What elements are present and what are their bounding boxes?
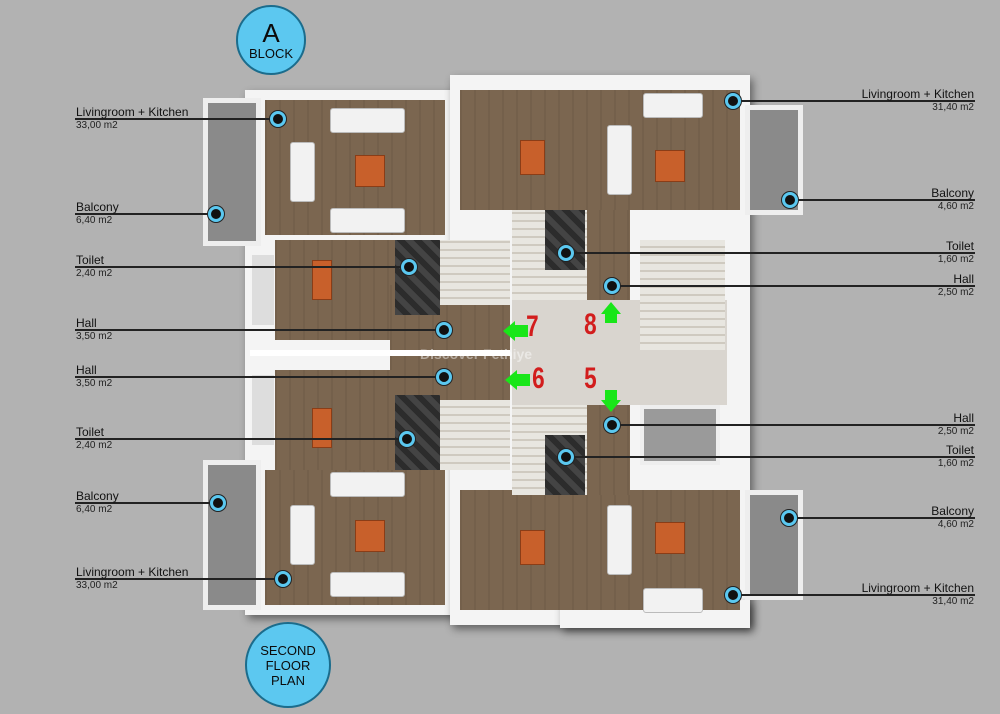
room-marker <box>558 245 574 261</box>
room-name: Toilet <box>76 253 105 267</box>
green-arrow-down-icon <box>601 400 621 412</box>
room-marker <box>604 278 620 294</box>
watermark: Discover Fethiye <box>420 346 533 362</box>
green-arrow-up-icon <box>601 302 621 314</box>
callout-line <box>612 424 975 426</box>
room-area: 1,60 m2 <box>937 254 974 265</box>
room-area: 2,50 m2 <box>937 287 974 298</box>
room-area: 4,60 m2 <box>937 201 974 212</box>
balcony-bottom-left <box>203 460 261 610</box>
callout-line <box>733 594 975 596</box>
badge-line-3: PLAN <box>271 672 305 688</box>
room-name: Livingroom + Kitchen <box>861 87 974 101</box>
room-area: 6,40 m2 <box>76 215 113 226</box>
room-name: Livingroom + Kitchen <box>76 105 189 119</box>
room-name: Balcony <box>76 200 119 214</box>
room-area: 3,50 m2 <box>76 378 113 389</box>
room-name: Balcony <box>76 489 119 503</box>
room-area: 2,40 m2 <box>76 440 113 451</box>
callout-line <box>733 100 975 102</box>
room-area: 3,50 m2 <box>76 331 113 342</box>
room-marker <box>725 93 741 109</box>
callout-line <box>789 517 975 519</box>
room-area: 2,50 m2 <box>937 426 974 437</box>
room-marker <box>782 192 798 208</box>
room-area: 1,60 m2 <box>937 458 974 469</box>
room-marker <box>436 322 452 338</box>
callout-line <box>75 502 218 504</box>
room-marker <box>558 449 574 465</box>
block-label: BLOCK <box>248 45 294 61</box>
room-area: 2,40 m2 <box>76 268 113 279</box>
apartment-number-5: 5 <box>584 362 597 395</box>
room-area: 31,40 m2 <box>932 102 974 113</box>
callout-line <box>75 376 444 378</box>
callout-line <box>75 213 216 215</box>
room-marker <box>270 111 286 127</box>
block-letter: A <box>262 17 280 48</box>
room-marker <box>604 417 620 433</box>
room-name: Toilet <box>945 443 974 457</box>
badge-line-2: FLOOR <box>265 657 311 673</box>
balcony-bottom-right <box>745 490 803 600</box>
room-marker <box>275 571 291 587</box>
room-marker <box>399 431 415 447</box>
room-marker <box>210 495 226 511</box>
callout-line <box>75 266 409 268</box>
apartment-number-8: 8 <box>584 308 597 341</box>
green-arrow-left-icon <box>505 370 517 390</box>
green-arrow-left-icon <box>503 321 515 341</box>
room-marker <box>401 259 417 275</box>
room-marker <box>208 206 224 222</box>
room-area: 6,40 m2 <box>76 504 113 515</box>
room-name: Livingroom + Kitchen <box>861 581 974 595</box>
apartment-number-6: 6 <box>532 362 545 395</box>
room-name: Toilet <box>945 239 974 253</box>
callout-line <box>75 329 444 331</box>
balcony-top-left <box>203 98 261 246</box>
callout-line <box>790 199 975 201</box>
room-area: 33,00 m2 <box>76 580 118 591</box>
room-area: 4,60 m2 <box>937 519 974 530</box>
callout-line <box>75 578 283 580</box>
callout-line <box>75 438 407 440</box>
room-area: 33,00 m2 <box>76 120 118 131</box>
room-marker <box>781 510 797 526</box>
callout-line <box>566 456 975 458</box>
room-name: Hall <box>76 316 97 330</box>
room-marker <box>436 369 452 385</box>
callout-line <box>612 285 975 287</box>
room-name: Hall <box>953 411 974 425</box>
callout-line <box>566 252 975 254</box>
room-name: Balcony <box>931 186 974 200</box>
block-badge: A BLOCK <box>236 5 306 75</box>
room-name: Balcony <box>931 504 974 518</box>
room-name: Livingroom + Kitchen <box>76 565 189 579</box>
badge-line-1: SECOND <box>260 642 316 658</box>
room-marker <box>725 587 741 603</box>
room-name: Toilet <box>76 425 105 439</box>
apartment-number-7: 7 <box>526 310 539 343</box>
callout-line <box>75 118 278 120</box>
room-area: 31,40 m2 <box>932 596 974 607</box>
room-name: Hall <box>76 363 97 377</box>
floor-plan-badge: SECOND FLOOR PLAN <box>245 622 331 708</box>
room-name: Hall <box>953 272 974 286</box>
